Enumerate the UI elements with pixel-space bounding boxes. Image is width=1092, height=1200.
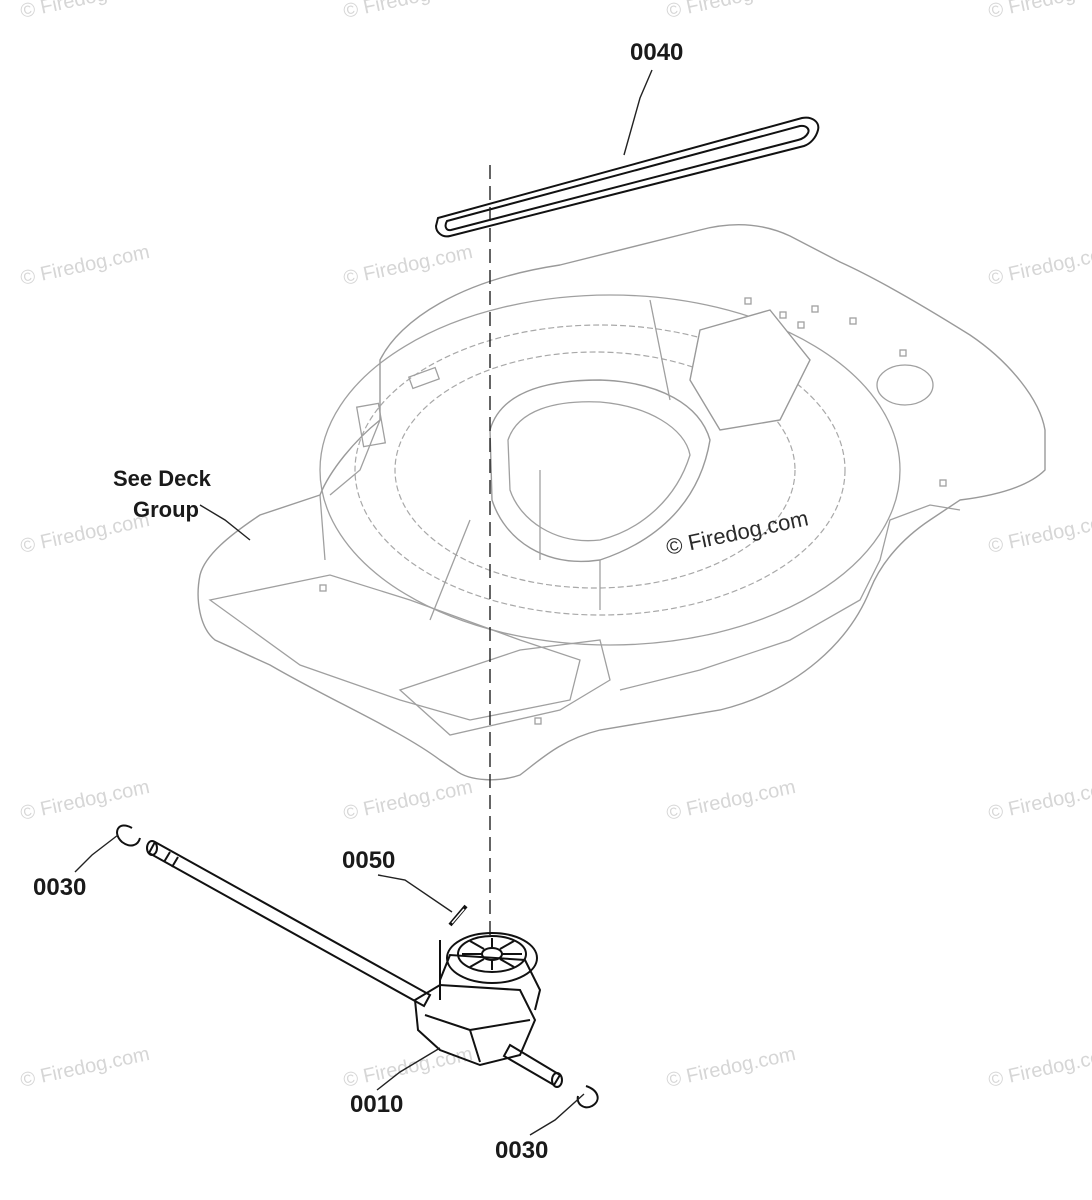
- deck-ring-outer: [319, 294, 901, 646]
- watermark: © Firedog.com: [18, 0, 151, 23]
- deck-side-skirt: [619, 504, 961, 691]
- watermark: © Firedog.com: [18, 1043, 151, 1092]
- deck-ring-middle: [354, 324, 846, 616]
- leader-0010: [376, 1047, 441, 1091]
- deck-bolt: [797, 321, 805, 329]
- deck-left-skirt: [319, 419, 381, 561]
- deck-ring-inner: [394, 351, 796, 589]
- leader-0040: [623, 69, 653, 156]
- deck-front-lip: [398, 639, 611, 736]
- deck-rear-chute: [689, 309, 811, 431]
- deck-center-cutout: [507, 401, 691, 542]
- deck-bolt: [939, 479, 947, 487]
- deck-bolt: [779, 311, 787, 319]
- deck-bolt: [744, 297, 752, 305]
- watermark: © Firedog.com: [664, 776, 797, 825]
- deck-rib: [429, 299, 671, 621]
- deck-bolt: [899, 349, 907, 357]
- watermark: © Firedog.com: [986, 509, 1092, 558]
- label-0010: 0010: [350, 1091, 403, 1118]
- watermark: © Firedog.com: [341, 0, 474, 23]
- watermark: © Firedog.com: [664, 1043, 797, 1092]
- watermark: © Firedog.com: [18, 241, 151, 290]
- deck-vent: [407, 366, 441, 390]
- leader-see-deck: [199, 504, 251, 541]
- see-deck-note-line1: See Deck: [113, 466, 212, 491]
- mower-deck: [197, 223, 1046, 781]
- watermark: © Firedog.com: [986, 1043, 1092, 1092]
- watermark: © Firedog.com: [986, 241, 1092, 290]
- deck-center-dome: [489, 379, 711, 562]
- leader-0050: [377, 874, 453, 913]
- watermark: © Firedog.com: [986, 0, 1092, 23]
- deck-height-knob: [876, 364, 934, 406]
- leader-0030-left: [74, 834, 119, 873]
- label-0030-left: 0030: [33, 874, 86, 901]
- leader-0030-right: [529, 1093, 585, 1136]
- watermark: © Firedog.com: [341, 776, 474, 825]
- deck-bolt: [849, 317, 857, 325]
- see-deck-note-line2: Group: [133, 497, 199, 522]
- label-0040: 0040: [630, 39, 683, 66]
- e-clip-left: [116, 824, 141, 847]
- drive-belt: [434, 116, 820, 238]
- watermark: © Firedog.com: [986, 776, 1092, 825]
- watermark: © Firedog.com: [664, 0, 797, 23]
- watermark: © Firedog.com: [18, 776, 151, 825]
- watermark: © Firedog.com: [18, 509, 151, 558]
- label-0030-right: 0030: [495, 1137, 548, 1164]
- deck-bolt: [811, 305, 819, 313]
- deck-bolt: [319, 584, 327, 592]
- axle-shaft: [146, 840, 563, 1088]
- gearbox: [413, 932, 542, 1067]
- deck-front-panel: [208, 574, 581, 721]
- deck-vent: [355, 402, 387, 448]
- label-0050: 0050: [342, 847, 395, 874]
- deck-bolt: [534, 717, 542, 725]
- roll-pin: [448, 904, 468, 927]
- e-clip-right: [576, 1085, 599, 1109]
- watermark: © Firedog.com: [341, 241, 474, 290]
